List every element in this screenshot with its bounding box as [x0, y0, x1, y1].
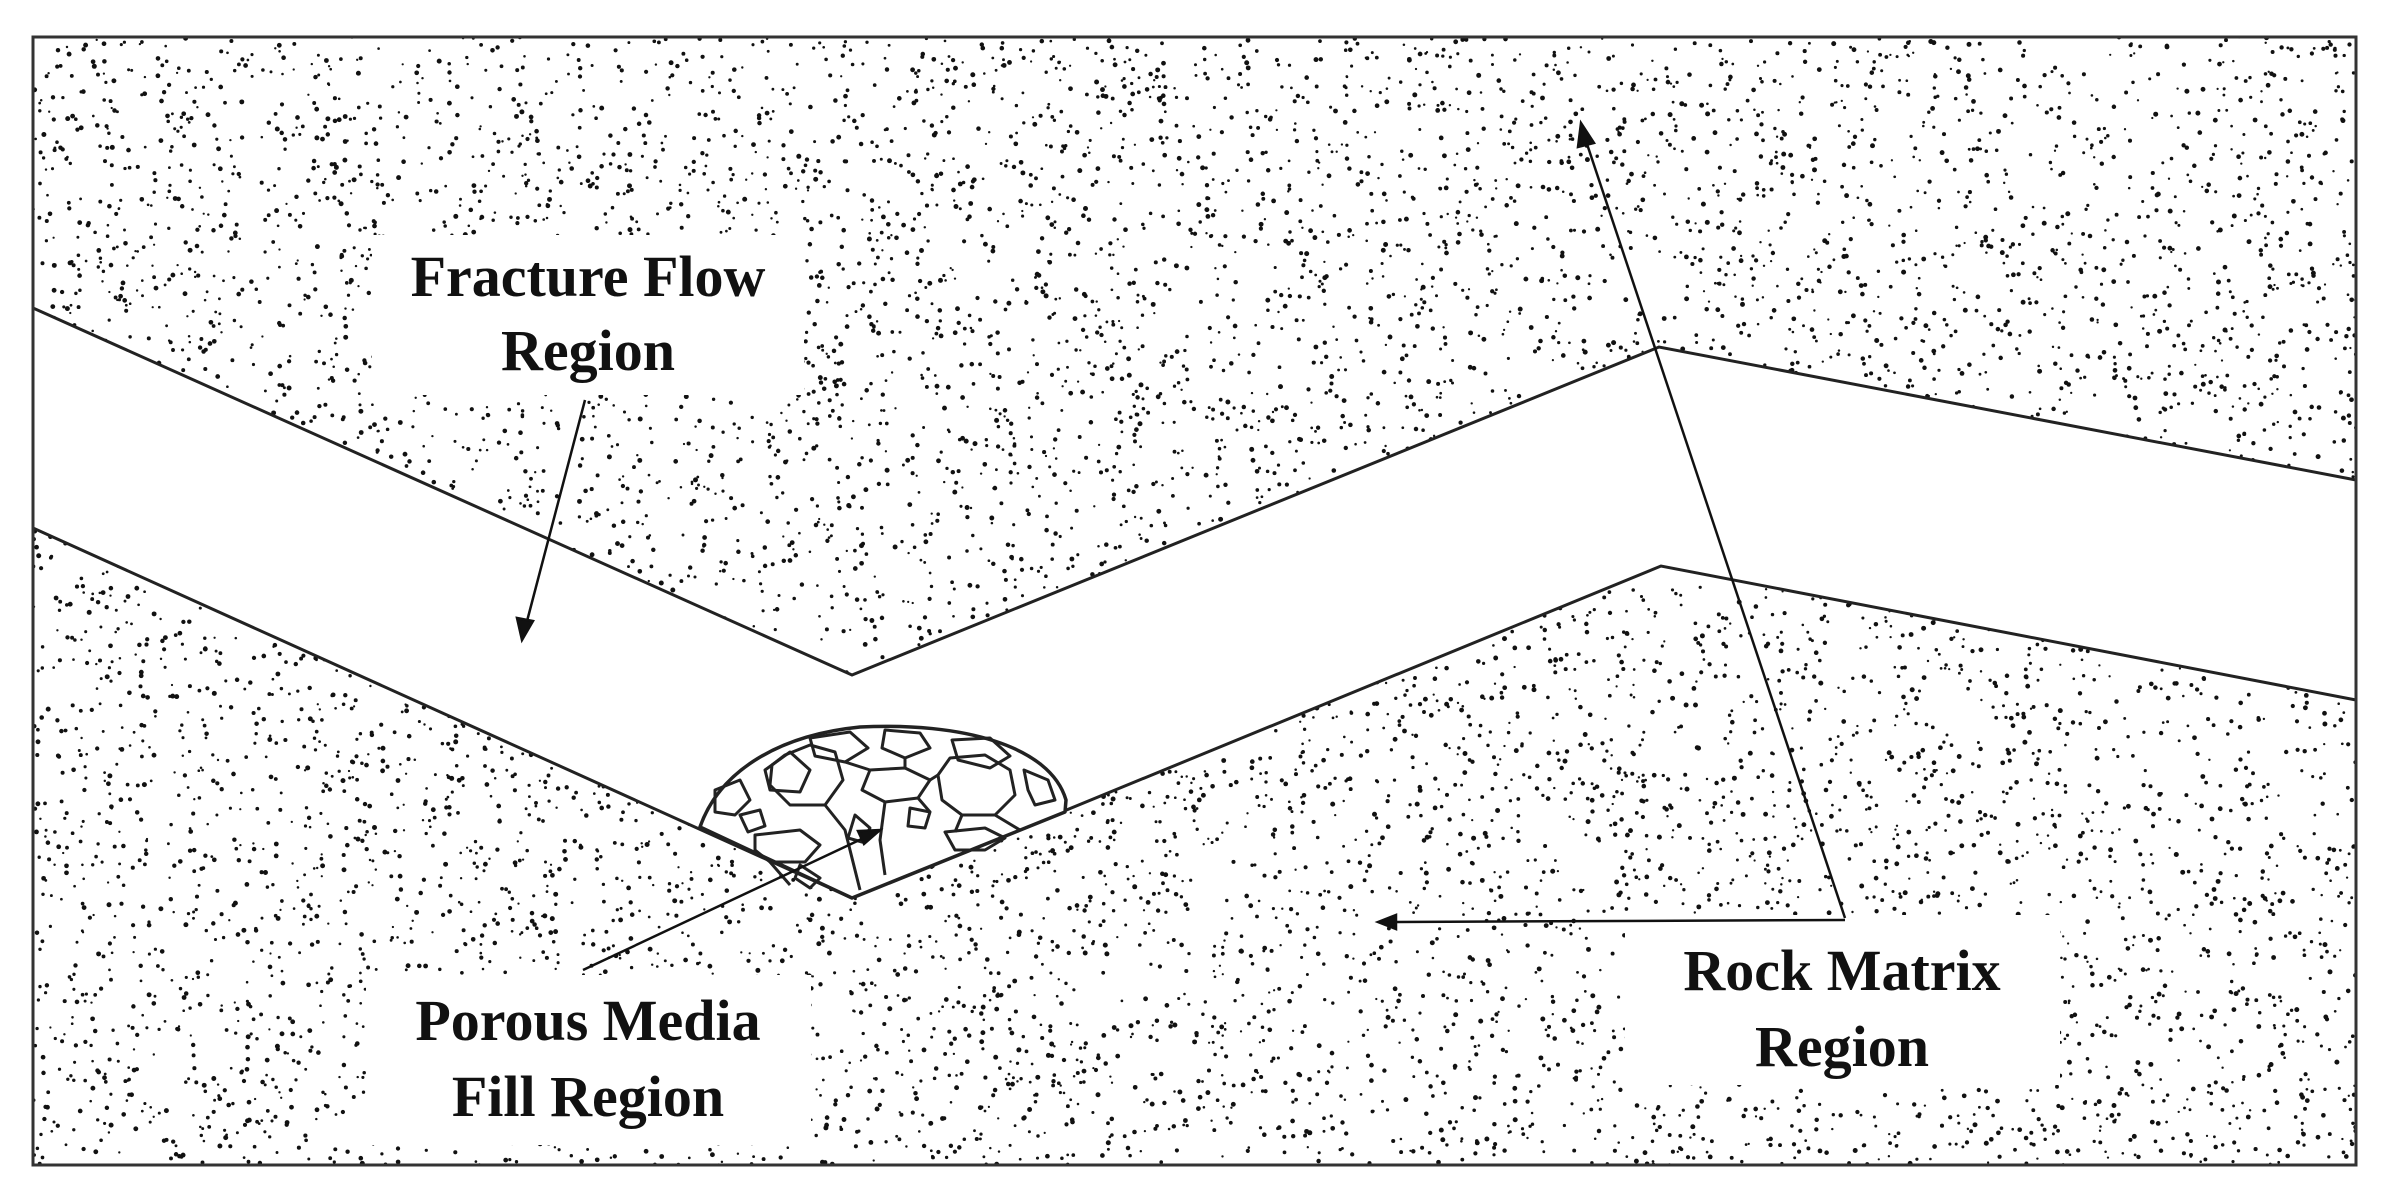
- porous-arrowhead: [856, 828, 884, 847]
- fracture-arrowhead: [515, 616, 535, 644]
- fracture-arrow-line: [524, 399, 587, 626]
- grain-boundary: [823, 804, 862, 891]
- grain: [793, 863, 822, 890]
- rock-arrowhead-left: [1374, 913, 1398, 931]
- grain-boundary: [953, 814, 964, 833]
- fracture-upper-wall: [32, 306, 2357, 677]
- rock-arrow-line-up: [1583, 137, 1847, 919]
- porous-media-label-line2: Fill Region: [452, 1064, 724, 1129]
- fracture-flow-label-line2: Region: [501, 318, 675, 383]
- rock-arrowhead-up: [1576, 119, 1597, 149]
- rock-label-box: [1625, 915, 2060, 1085]
- grain: [880, 728, 932, 760]
- porous-media-label-line1: Porous Media: [415, 988, 760, 1053]
- fracture-lower-wall: [32, 526, 2357, 900]
- porous-label-box: [366, 975, 811, 1145]
- rock-matrix-label-line1: Rock Matrix: [1683, 938, 2000, 1003]
- grain-boundary: [878, 801, 887, 876]
- fracture-channel: [33, 308, 2356, 898]
- grain-boundary: [929, 773, 939, 782]
- grain-boundary: [994, 813, 1021, 832]
- grain: [753, 828, 822, 864]
- grain: [808, 730, 870, 764]
- grain: [1022, 768, 1057, 807]
- rock-arrow-line-left: [1391, 918, 1846, 924]
- grain: [713, 778, 752, 817]
- diagram-frame: [31, 35, 2358, 1167]
- grain: [738, 808, 767, 834]
- grain: [943, 826, 1007, 852]
- grain-boundary: [768, 861, 792, 886]
- grain: [906, 806, 932, 830]
- rock-matrix-label-line2: Region: [1755, 1014, 1929, 1079]
- grain-boundary: [916, 797, 932, 813]
- grain: [763, 750, 812, 794]
- porous-arrow-line: [582, 834, 869, 972]
- porous-media-fill: [698, 724, 1068, 900]
- fracture-label-box: [372, 235, 804, 395]
- grain-boundary: [844, 760, 871, 772]
- fracture-flow-label-line1: Fracture Flow: [411, 244, 766, 309]
